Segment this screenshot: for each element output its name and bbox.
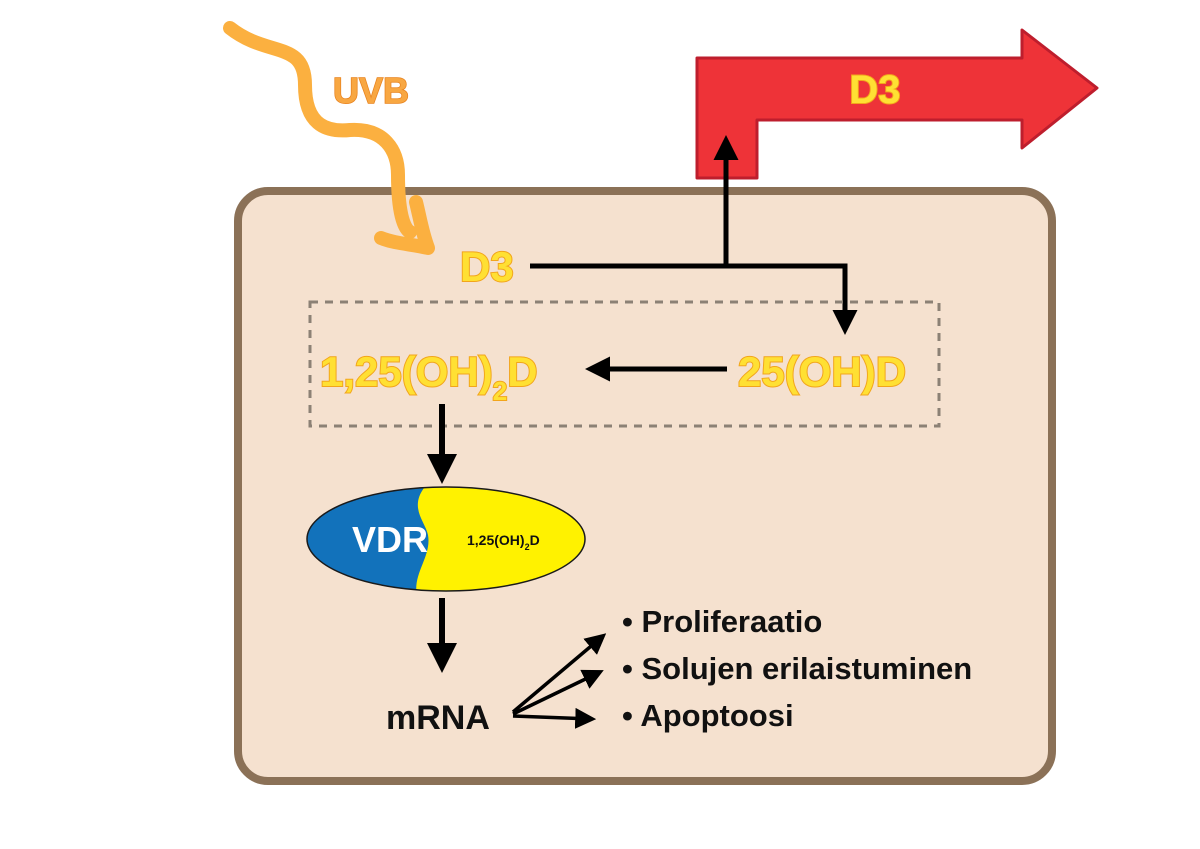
effect-apoptosis: • Apoptoosi (622, 698, 794, 733)
vdr-ligand-subscript: 2 (525, 542, 530, 552)
calcidiol-label: 25(OH)D (738, 348, 906, 395)
calcitriol-subscript: 2 (493, 376, 507, 406)
effect-arrow-apoptosis (512, 707, 597, 729)
d3-cell-label: D3 (460, 243, 514, 290)
uvb-arrow-icon (223, 21, 417, 239)
vdr-label: VDR (352, 519, 428, 560)
effect-proliferation: • Proliferaatio (622, 604, 822, 639)
vdr-ligand-main: 1,25(OH) (467, 532, 525, 548)
metabolism-box (308, 300, 941, 428)
effect-arrow-differentiation (512, 669, 604, 716)
cell-body (234, 187, 1056, 785)
effect-arrow-proliferation (511, 633, 607, 714)
d3-pathway-line (530, 263, 858, 335)
mrna-label: mRNA (386, 699, 490, 737)
vdr-ligand-label: 1,25(OH)2D (467, 532, 540, 552)
vdr-ligand-tail: D (530, 532, 540, 548)
calcitriol-tail: D (507, 348, 537, 395)
vdr-complex: VDR 1,25(OH)2D (306, 486, 586, 592)
uvb-label: UVB (333, 70, 409, 111)
calcitriol-main: 1,25(OH) (320, 348, 493, 395)
calcitriol-label: 1,25(OH)2D (320, 348, 538, 406)
effect-differentiation: • Solujen erilaistuminen (622, 651, 972, 686)
uvb-arrowhead (374, 195, 435, 255)
d3-export-label: D3 (849, 68, 900, 112)
